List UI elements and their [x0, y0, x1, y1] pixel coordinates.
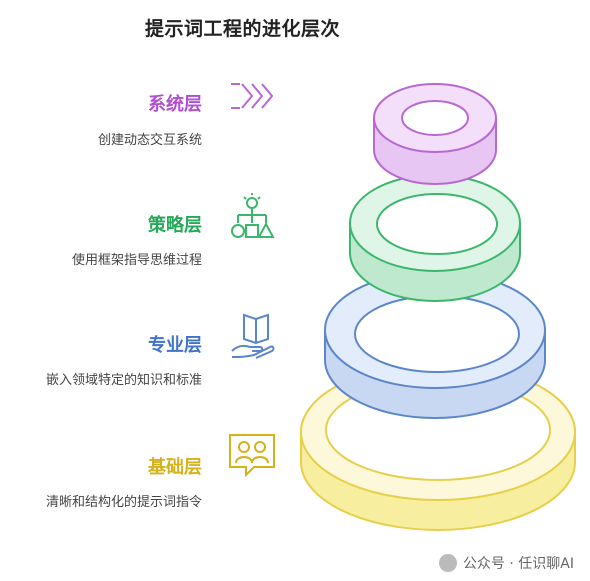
book-hand-icon: [231, 313, 275, 359]
layer-strategy-desc: 使用框架指导思维过程: [71, 253, 202, 268]
watermark: 公众号 · 任识聊AI: [438, 553, 574, 573]
ring-strategy: [349, 174, 521, 302]
layer-base-title: 基础层: [148, 457, 202, 478]
layer-system-desc: 创建动态交互系统: [97, 133, 202, 148]
ring-system: [373, 83, 497, 185]
page-title: 提示词工程的进化层次: [145, 18, 341, 40]
watermark-text: 公众号 · 任识聊AI: [462, 556, 574, 572]
layer-professional-desc: 嵌入领域特定的知识和标准: [45, 373, 202, 388]
chevrons-icon: [231, 83, 274, 109]
layer-base-desc: 清晰和结构化的提示词指令: [45, 495, 202, 510]
wechat-icon: [438, 554, 457, 572]
strategy-flow-icon: [231, 193, 275, 238]
people-chat-icon: [229, 434, 275, 477]
layer-professional-title: 专业层: [148, 335, 202, 356]
ring-professional: [324, 271, 546, 419]
layer-system-title: 系统层: [148, 94, 202, 115]
layer-strategy-title: 策略层: [148, 215, 202, 236]
